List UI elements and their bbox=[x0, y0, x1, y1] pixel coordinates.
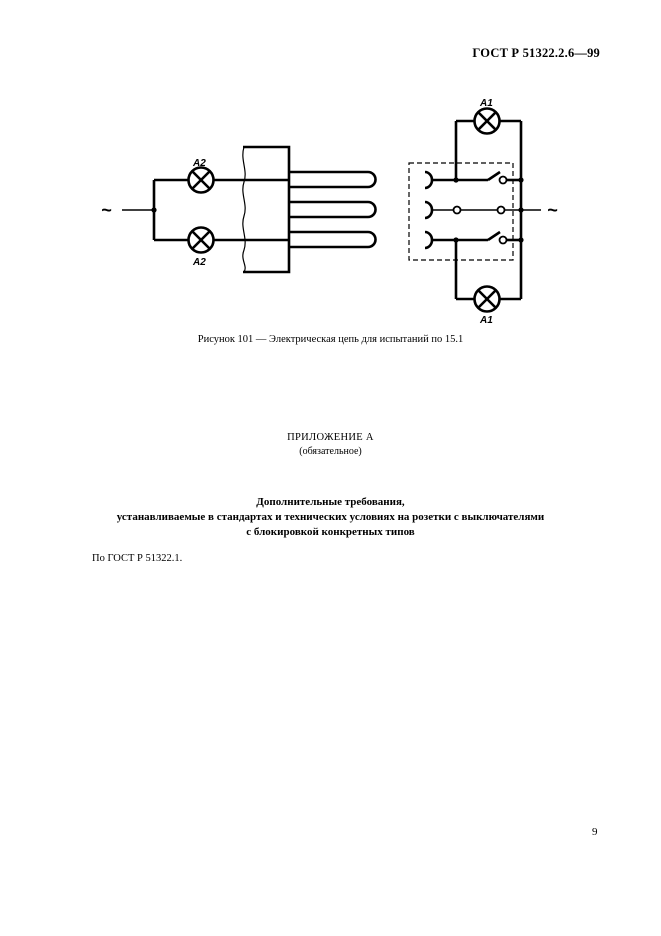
annex-heading-line-1: Дополнительные требования, bbox=[256, 496, 405, 508]
circuit-diagram-figure: A2 A2 A1 A1 ~ ~ bbox=[101, 98, 558, 326]
lamp-label-a1-top: A1 bbox=[479, 98, 493, 109]
annex-heading-line-3: с блокировкой конкретных типов bbox=[246, 526, 415, 538]
figure-caption: Рисунок 101 — Электрическая цепь для исп… bbox=[197, 334, 464, 345]
annex-status: (обязательное) bbox=[299, 446, 362, 457]
lamp-label-a2-top: A2 bbox=[192, 158, 206, 169]
ac-symbol-right: ~ bbox=[547, 200, 558, 220]
lamp-label-a2-bottom: A2 bbox=[192, 257, 206, 268]
ac-symbol-left: ~ bbox=[101, 200, 112, 220]
annex-body-paragraph: По ГОСТ Р 51322.1. bbox=[92, 553, 183, 564]
annex-heading-line-2: устанавливаемые в стандартах и техническ… bbox=[116, 511, 545, 523]
lamp-label-a1-bottom: A1 bbox=[479, 315, 493, 326]
annex-title: ПРИЛОЖЕНИЕ А bbox=[287, 432, 374, 443]
page-number: 9 bbox=[592, 826, 598, 838]
annex-heading: Дополнительные требования, устанавливаем… bbox=[0, 495, 661, 540]
document-header-standard-code: ГОСТ Р 51322.2.6—99 bbox=[472, 46, 600, 60]
